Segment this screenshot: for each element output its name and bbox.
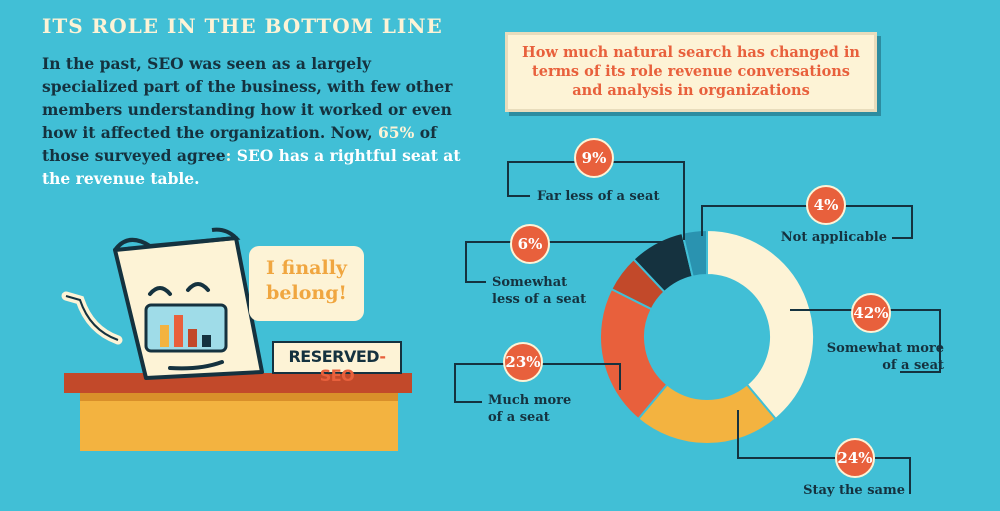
intro-colon: : (225, 146, 237, 165)
intro-highlight-claim: SEO has a rightful seat at the revenue t… (42, 146, 461, 188)
percent-badge (503, 342, 543, 382)
desk-illustration (64, 373, 412, 451)
reserved-seo: SEO (319, 366, 355, 385)
slice-label: Far less of a seat (537, 189, 659, 204)
percent-label: 4% (814, 196, 839, 214)
speech-line-2: belong! (266, 282, 347, 304)
mascot-right-eye (186, 282, 210, 292)
percent-label: 24% (837, 449, 872, 467)
intro-text-start: In the past, SEO was seen as a largely s… (42, 54, 453, 142)
donut-slice (681, 228, 708, 278)
reserved-word: RESERVED (288, 347, 380, 366)
speech-bubble: I finally belong! (249, 246, 364, 321)
percent-badge (510, 224, 550, 264)
intro-text-mid: of those surveyed agree (42, 123, 437, 165)
mascot-page-character (61, 227, 264, 380)
label-connector (737, 410, 911, 494)
desk-shade (80, 393, 398, 401)
section-heading: ITS ROLE IN THE BOTTOM LINE (42, 14, 443, 38)
slice-label-line: Somewhat more (827, 341, 944, 356)
mask-bar-2 (174, 315, 183, 347)
chart-title-banner: How much natural search has changed in t… (505, 32, 877, 112)
reserved-dash: - (379, 347, 386, 366)
intro-highlight-percent: 65% (378, 123, 415, 142)
mascot-paper-curl (113, 227, 241, 252)
mascot-left-eye (148, 286, 172, 296)
mask-bar-4 (202, 335, 211, 347)
badges-group: 42% 24% 23% 6% 9% 4% (503, 138, 891, 478)
slice-label-line: Much more (488, 393, 571, 408)
percent-badge (806, 185, 846, 225)
donut-slice (706, 228, 815, 421)
slice-label-line: Somewhat (492, 275, 567, 290)
slice-label-line: less of a seat (492, 292, 586, 307)
slices-group (599, 228, 815, 445)
slice-label: Somewhat less of a seat (492, 275, 586, 307)
desk-body (80, 393, 398, 451)
slice-label-line: of a seat (488, 410, 550, 425)
percent-badge (851, 293, 891, 333)
slice-label-line: Stay the same (803, 483, 905, 498)
mascot-left-arm (61, 291, 123, 345)
percent-label: 23% (505, 353, 540, 371)
slice-label: Not applicable (781, 230, 887, 245)
mascot-right-arm (168, 360, 224, 371)
reserved-sign-text: RESERVED- SEO (274, 347, 400, 385)
label-connector (465, 241, 665, 283)
speech-bubble-text: I finally belong! (249, 256, 364, 306)
slice-label-line: Not applicable (781, 230, 887, 245)
slice-label-line: Far less of a seat (537, 189, 659, 204)
chart-title: How much natural search has changed in t… (522, 44, 860, 99)
slice-label-line: of a seat (882, 358, 944, 373)
mascot-chart-mask (144, 303, 228, 353)
mask-bar-1 (160, 325, 169, 347)
percent-label: 9% (582, 149, 607, 167)
slice-label: Stay the same (803, 483, 905, 498)
reserved-sign: RESERVED- SEO (272, 341, 402, 385)
label-connector (701, 205, 913, 239)
slice-label: Much more of a seat (488, 393, 571, 425)
percent-badge (835, 438, 875, 478)
mascot-left-arm-outline (65, 295, 119, 341)
percent-label: 42% (853, 304, 888, 322)
speech-line-1: I finally (266, 257, 347, 279)
slice-label: Somewhat more of a seat (827, 341, 944, 373)
label-connector (507, 161, 685, 240)
intro-paragraph: In the past, SEO was seen as a largely s… (42, 52, 462, 190)
label-connector (454, 363, 621, 403)
mask-bar-3 (188, 329, 197, 347)
percent-badge (574, 138, 614, 178)
percent-label: 6% (518, 235, 543, 253)
